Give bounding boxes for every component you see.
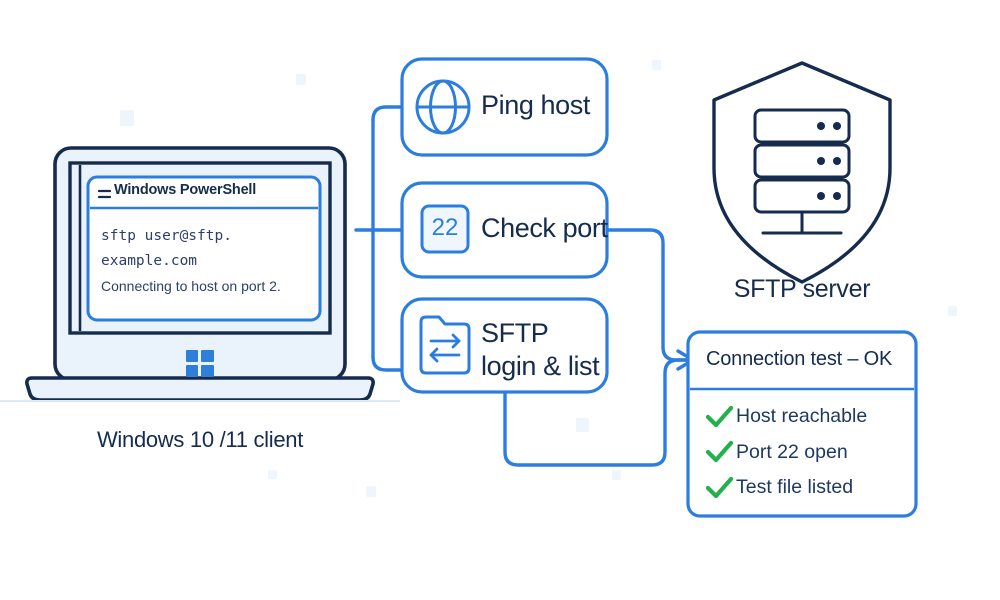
check-icon	[705, 405, 734, 428]
result-item-label: Test file listed	[736, 476, 854, 498]
terminal-window	[86, 175, 322, 322]
step-label-ping: Ping host	[481, 90, 590, 120]
connector-lines	[354, 105, 688, 467]
client-caption: Windows 10 /11 client	[96, 427, 304, 452]
server-leds	[817, 122, 841, 200]
terminal-line-3: Connecting to host on port 2.	[101, 278, 281, 294]
server-caption: SFTP server	[733, 275, 871, 303]
result-check-icons	[705, 405, 734, 499]
check-icon	[705, 476, 734, 499]
hamburger-icon	[97, 189, 112, 199]
terminal-line-1: sftp user@sftp.	[101, 228, 232, 244]
connector-to-ping	[371, 105, 404, 122]
result-item-label: Port 22 open	[736, 441, 848, 463]
result-item-label: Host reachable	[736, 405, 868, 427]
port-number-label: 22	[431, 214, 459, 241]
server-stand	[761, 210, 843, 235]
result-panel-frame	[686, 330, 918, 518]
shield-server-icon	[712, 61, 892, 284]
port-number-icon	[420, 204, 470, 254]
step-label-sftp-line1: SFTP	[481, 318, 549, 348]
connector-sftp-to-result	[503, 358, 688, 467]
terminal-title: Windows PowerShell	[114, 182, 257, 198]
connector-port-to-result	[605, 228, 688, 362]
shield-outline	[712, 61, 892, 284]
background-decor	[120, 60, 957, 497]
laptop-screen-bezel	[68, 161, 332, 335]
windows-logo	[186, 350, 214, 377]
terminal-line-2: example.com	[101, 253, 198, 269]
result-panel-title: Connection test – OK	[706, 348, 893, 370]
check-icon	[705, 440, 734, 463]
globe-icon	[415, 79, 471, 135]
folder-transfer-icon	[419, 315, 471, 375]
laptop-base	[25, 376, 375, 402]
step-label-sftp-line2: login & list	[481, 351, 600, 381]
connector-to-sftp	[371, 355, 404, 372]
step-label-port: Check port	[481, 213, 608, 243]
laptop-illustration	[0, 146, 400, 402]
